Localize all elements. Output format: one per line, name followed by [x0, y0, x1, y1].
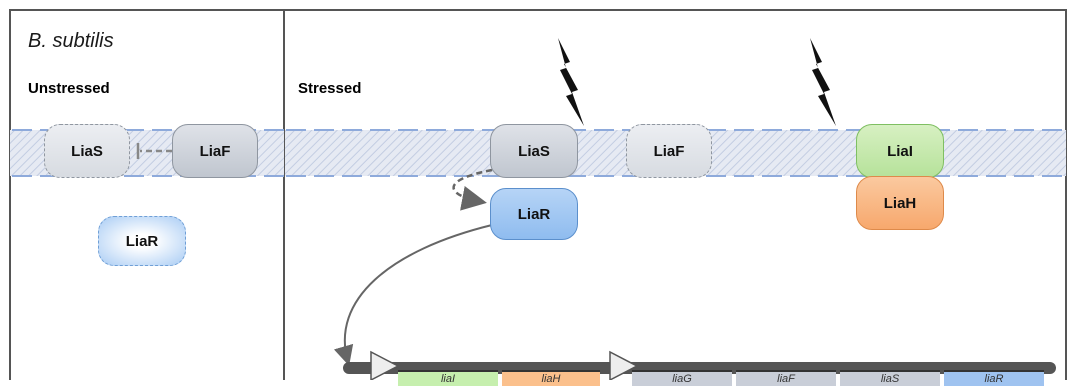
gene-liar: liaR	[944, 370, 1044, 386]
frame-border	[9, 9, 1067, 380]
organism-label: B. subtilis	[28, 30, 114, 52]
gene-liah: liaH	[502, 370, 600, 386]
liaf-protein-stressed: LiaF	[626, 124, 712, 178]
gene-liai: liaI	[398, 370, 498, 386]
stressed-label: Stressed	[298, 80, 362, 97]
lias-protein-unstressed: LiaS	[44, 124, 130, 178]
promoter-icon	[370, 350, 400, 380]
gene-lias: liaS	[840, 370, 940, 386]
liah-protein: LiaH	[856, 176, 944, 230]
unstressed-label: Unstressed	[28, 80, 110, 97]
liar-protein-unstressed: LiaR	[98, 216, 186, 266]
stress-bolt-icon	[810, 38, 836, 126]
liai-protein: LiaI	[856, 124, 944, 178]
phosphotransfer-arrow	[452, 168, 493, 211]
liaf-protein-unstressed: LiaF	[172, 124, 258, 178]
promoter-icon	[609, 350, 639, 380]
stress-bolt-icon	[558, 38, 584, 126]
gene-liag: liaG	[632, 370, 732, 386]
activation-arrow	[333, 224, 493, 366]
lias-protein-stressed: LiaS	[490, 124, 578, 178]
liar-protein-stressed: LiaR	[490, 188, 578, 240]
gene-liaf: liaF	[736, 370, 836, 386]
